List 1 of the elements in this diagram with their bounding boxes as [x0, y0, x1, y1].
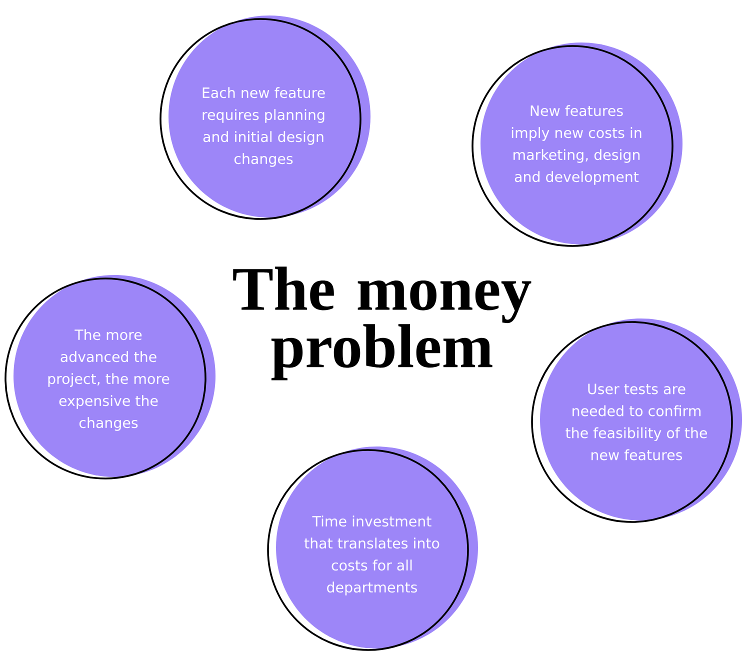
title: The money problem: [233, 266, 532, 380]
